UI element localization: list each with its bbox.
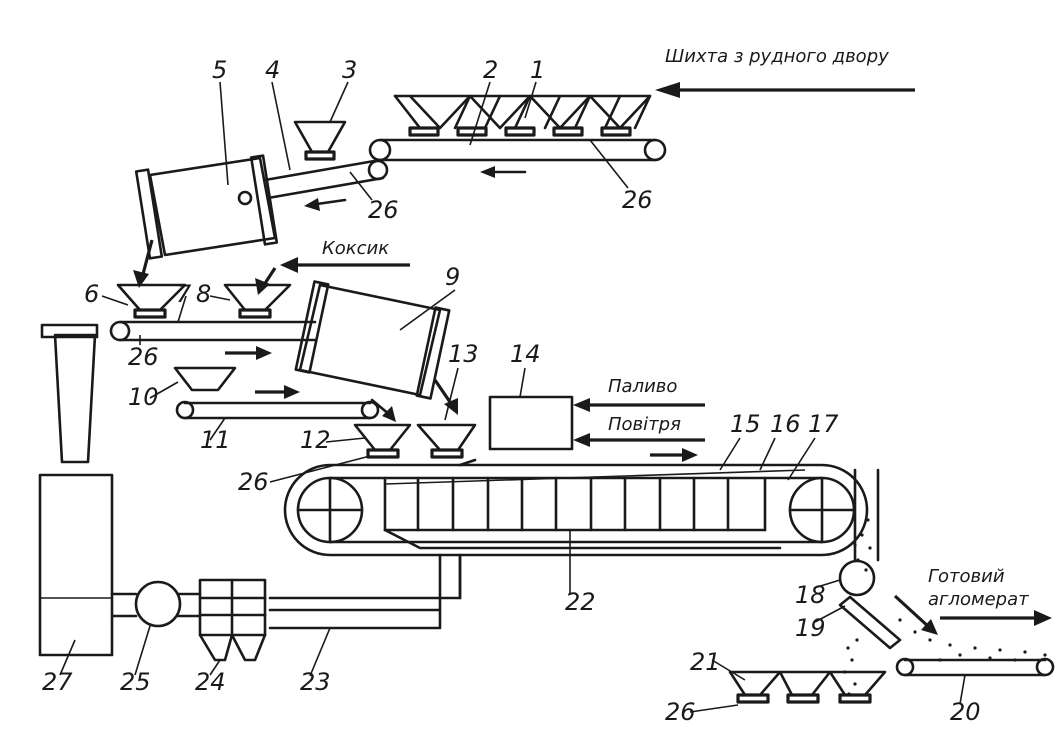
product-arrowhead — [921, 619, 938, 635]
flow-arrowhead — [444, 398, 458, 415]
label-17: 17 — [808, 410, 839, 438]
label-1: 1 — [530, 56, 545, 84]
label-12: 12 — [300, 426, 331, 454]
label-26-a: 26 — [368, 196, 399, 224]
flow-arrowhead — [284, 385, 300, 399]
label-7: 7 — [176, 280, 192, 308]
charge-input-arrow — [655, 82, 915, 98]
ore-bins-conveyor — [368, 94, 667, 162]
flow-arrowhead — [133, 270, 149, 288]
product-arrow — [893, 594, 932, 630]
label-16: 16 — [770, 410, 801, 438]
air-input-arrowhead — [573, 433, 590, 447]
bins-21 — [728, 670, 887, 704]
label-23: 23 — [300, 668, 331, 696]
label-13: 13 — [448, 340, 479, 368]
pelletizing-drum-9 — [294, 280, 451, 400]
label-5: 5 — [212, 56, 227, 84]
exhaust-fan-25 — [134, 580, 202, 628]
flow-arrowhead — [304, 198, 320, 211]
leader-lines — [59, 81, 966, 713]
flow-arrow — [140, 239, 154, 279]
flow-arrowhead — [382, 406, 396, 422]
label-10: 10 — [128, 383, 159, 411]
label-8: 8 — [196, 280, 211, 308]
label-11: 11 — [200, 426, 231, 454]
label-2: 2 — [483, 56, 498, 84]
coke-fines-label: Коксик — [322, 238, 389, 259]
label-15: 15 — [730, 410, 761, 438]
conveyor-20 — [895, 657, 1055, 677]
label-9: 9 — [445, 263, 460, 291]
finished-sinter-label-line2: агломерат — [928, 589, 1029, 610]
label-26-d: 26 — [238, 468, 269, 496]
ignition-hood-14 — [488, 395, 574, 451]
label-26-c: 26 — [128, 343, 159, 371]
sintering-machine — [283, 463, 869, 557]
mixing-drum-5 — [134, 154, 279, 260]
crusher-18 — [838, 559, 876, 597]
conveyor-11 — [175, 400, 380, 420]
fuel-label: Паливо — [608, 376, 677, 397]
feeder-4 — [263, 158, 389, 200]
hopper-3 — [293, 120, 347, 161]
finished-sinter-arrowhead — [1034, 610, 1052, 626]
stack-27 — [38, 323, 138, 657]
gas-duct-23 — [268, 553, 462, 630]
label-24: 24 — [195, 668, 226, 696]
coke-drop-arrowhead — [255, 278, 270, 295]
flow-arrowhead — [682, 448, 698, 462]
label-6: 6 — [84, 280, 99, 308]
label-26-b: 26 — [622, 186, 653, 214]
fuel-input-arrowhead — [573, 398, 590, 412]
label-27: 27 — [42, 668, 73, 696]
hopper-10 — [173, 366, 237, 392]
finished-sinter-label-line1: Готовий — [928, 566, 1005, 587]
bins-6-8-conveyor — [109, 283, 317, 342]
screen-19 — [838, 595, 902, 650]
bins-12-13 — [353, 423, 477, 459]
dust-collector-24 — [198, 578, 267, 662]
flow-arrowhead — [256, 346, 272, 360]
discharge-chute — [853, 468, 880, 562]
label-4: 4 — [265, 56, 280, 84]
label-20: 20 — [950, 698, 981, 726]
charge-from-ore-yard-label: Шихта з рудного двору — [665, 46, 889, 67]
label-3: 3 — [342, 56, 357, 84]
coke-input-arrowhead — [280, 257, 298, 273]
label-14: 14 — [510, 340, 541, 368]
flow-arrowhead — [480, 166, 495, 178]
air-label: Повітря — [608, 414, 681, 435]
